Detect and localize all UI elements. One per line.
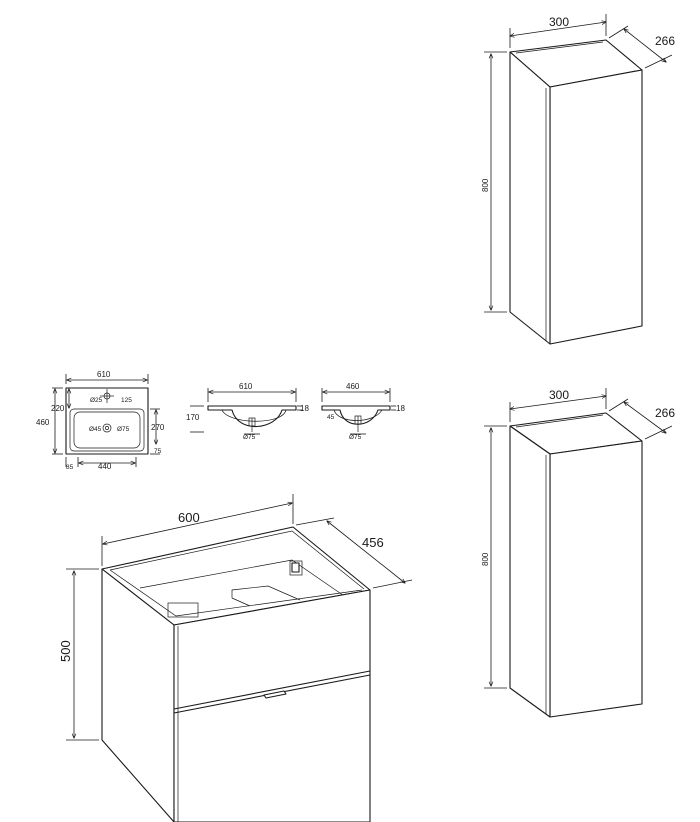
cabinet-bottom-width: 300 <box>549 388 569 402</box>
basin-top-front: 220 <box>51 404 65 413</box>
basin-side-view: 460 18 45 Ø75 <box>321 382 405 441</box>
overflow-label: Ø75 <box>117 426 130 433</box>
basin-front-rim: 18 <box>300 404 309 413</box>
basin-front-width: 610 <box>239 382 253 391</box>
drain-label: Ø45 <box>89 426 102 433</box>
vanity-width: 600 <box>178 510 200 525</box>
basin-side-rim: 18 <box>396 404 405 413</box>
cabinet-top-width: 300 <box>549 15 569 29</box>
basin-side-small: 45 <box>327 414 335 421</box>
basin-top-bottom-offset: 75 <box>154 448 162 455</box>
cabinet-bottom-depth: 266 <box>655 406 675 420</box>
basin-top-side: 85 <box>66 464 74 471</box>
cabinet-top-height: 800 <box>481 178 490 192</box>
basin-top-view: Ø25 125 Ø45 Ø75 610 460 220 270 75 85 44… <box>36 370 165 471</box>
basin-side-drain: Ø75 <box>349 434 362 441</box>
vanity-height: 500 <box>58 640 73 662</box>
basin-top-inner-depth: 270 <box>151 423 165 432</box>
basin-front-drain: Ø75 <box>243 434 256 441</box>
vanity-depth: 456 <box>362 535 384 550</box>
basin-top-width: 610 <box>97 370 111 379</box>
cabinet-top-depth: 266 <box>655 34 675 48</box>
vanity-unit: 600 456 500 <box>58 494 413 822</box>
tap-offset-label: 125 <box>121 397 132 404</box>
tap-hole-label: Ø25 <box>90 397 103 404</box>
basin-side-width: 460 <box>346 382 360 391</box>
basin-front-height: 170 <box>186 413 200 422</box>
wall-cabinet-top: 300 266 800 <box>481 14 675 345</box>
wall-cabinet-bottom: 300 266 800 <box>481 388 675 718</box>
basin-top-depth: 460 <box>36 418 50 427</box>
basin-front-view: 610 18 170 Ø75 <box>186 382 309 441</box>
basin-top-inner-width: 440 <box>98 462 112 471</box>
cabinet-bottom-height: 800 <box>481 552 490 566</box>
